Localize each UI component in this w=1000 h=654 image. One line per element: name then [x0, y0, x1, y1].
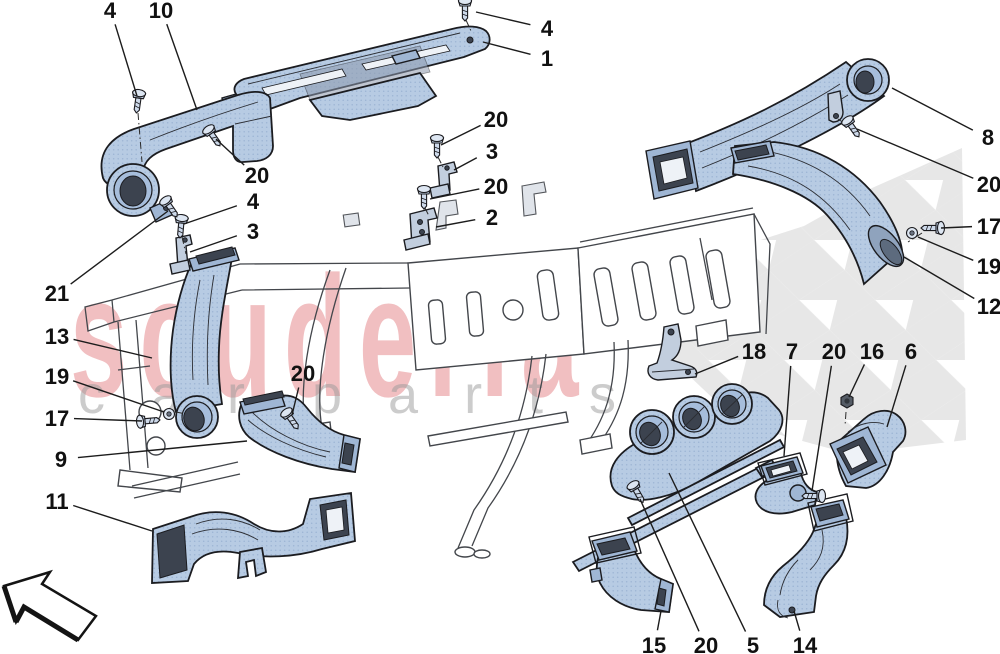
part-11-duct [151, 491, 356, 584]
callout-label-19: 19 [45, 364, 69, 389]
callout-label-16: 16 [860, 339, 884, 364]
washer-icon [905, 226, 919, 240]
part-7-duct [754, 452, 819, 515]
part-9-duct [238, 390, 362, 474]
leader-line-3 [189, 235, 238, 253]
callout-label-20: 20 [291, 361, 315, 386]
leader-line-21 [70, 210, 169, 285]
callout-label-14: 14 [793, 633, 818, 654]
vent-ring-2 [672, 395, 716, 439]
leader-line-6 [886, 365, 907, 428]
leader-line-1 [482, 41, 531, 56]
part-18-bracket [647, 323, 698, 381]
callout-label-10: 10 [149, 0, 173, 23]
leader-line-20 [215, 138, 245, 166]
part-2-bracket [403, 207, 438, 251]
screw-icon [429, 133, 445, 159]
part-5-vent-assembly [571, 383, 786, 573]
callout-label-17: 17 [45, 406, 69, 431]
washer-icon [162, 407, 176, 421]
leader-line-18 [694, 355, 739, 375]
leader-line-12 [903, 256, 975, 300]
part-15-duct [588, 526, 674, 613]
callout-label-9: 9 [55, 447, 67, 472]
leader-line-2 [435, 218, 476, 228]
callout-label-20: 20 [484, 107, 508, 132]
leader-line-3 [453, 157, 478, 171]
leader-line-19 [72, 380, 165, 413]
leader-line-8 [891, 87, 974, 131]
leader-line-16 [848, 364, 866, 398]
leader-line-7 [783, 365, 792, 457]
callout-label-20: 20 [245, 163, 269, 188]
callout-label-3: 3 [486, 139, 498, 164]
part-3-bracket-left [169, 234, 193, 275]
leader-line-4 [475, 11, 531, 26]
part-3-bracket-top [429, 161, 458, 199]
screw-icon [129, 88, 147, 115]
callout-label-20: 20 [977, 172, 1000, 197]
callout-label-20: 20 [694, 633, 718, 654]
leader-line-5 [668, 472, 747, 632]
callout-label-2: 2 [486, 205, 498, 230]
vent-ring-3 [711, 383, 753, 425]
part-1-defroster-duct [221, 25, 491, 121]
callout-label-4: 4 [104, 0, 117, 23]
part-10-duct [100, 91, 274, 223]
part-16-nut [840, 393, 854, 409]
leader-line-4 [114, 24, 138, 97]
leader-line-20 [440, 124, 481, 146]
callout-label-11: 11 [45, 489, 68, 514]
direction-arrow [1, 569, 98, 643]
callout-label-20: 20 [822, 339, 846, 364]
callout-label-4: 4 [541, 16, 554, 41]
callout-label-12: 12 [977, 294, 1000, 319]
part-12-duct [730, 140, 905, 286]
callout-label-1: 1 [541, 46, 553, 71]
leader-line-10 [166, 23, 198, 111]
part-6-duct [829, 409, 907, 489]
screw-icon [416, 184, 432, 210]
callout-label-3: 3 [247, 219, 259, 244]
leader-line-20 [291, 387, 300, 416]
callout-label-17: 17 [977, 214, 1000, 239]
dashboard-frame [84, 181, 771, 559]
callout-label-19: 19 [977, 254, 1000, 279]
screw-icon [457, 0, 473, 22]
leader-line-20 [639, 498, 700, 632]
leader-line-20 [856, 128, 974, 179]
leader-line-20 [429, 188, 480, 200]
leader-line-19 [917, 236, 974, 261]
leader-line-4 [183, 205, 238, 225]
callout-label-7: 7 [786, 339, 798, 364]
leader-line-20 [811, 365, 833, 492]
leader-line-13 [73, 338, 153, 359]
part-13-duct [169, 246, 240, 439]
callout-label-18: 18 [742, 339, 766, 364]
leader-line-9 [77, 440, 248, 459]
fasteners [129, 0, 946, 507]
leader-line-17 [940, 225, 973, 229]
callout-label-20: 20 [484, 174, 508, 199]
callout-label-5: 5 [747, 633, 759, 654]
callout-label-6: 6 [905, 339, 917, 364]
callout-label-8: 8 [982, 125, 994, 150]
part-14-duct [763, 493, 854, 619]
callout-label-21: 21 [45, 281, 69, 306]
leader-line-11 [72, 504, 153, 532]
vent-ring-1 [629, 409, 675, 455]
callout-label-13: 13 [45, 324, 69, 349]
callout-label-15: 15 [642, 633, 666, 654]
leader-line-14 [793, 610, 801, 631]
callout-label-4: 4 [247, 189, 260, 214]
leader-line-17 [73, 417, 143, 422]
leader-line-15 [656, 610, 662, 631]
screw-icon [172, 213, 190, 240]
